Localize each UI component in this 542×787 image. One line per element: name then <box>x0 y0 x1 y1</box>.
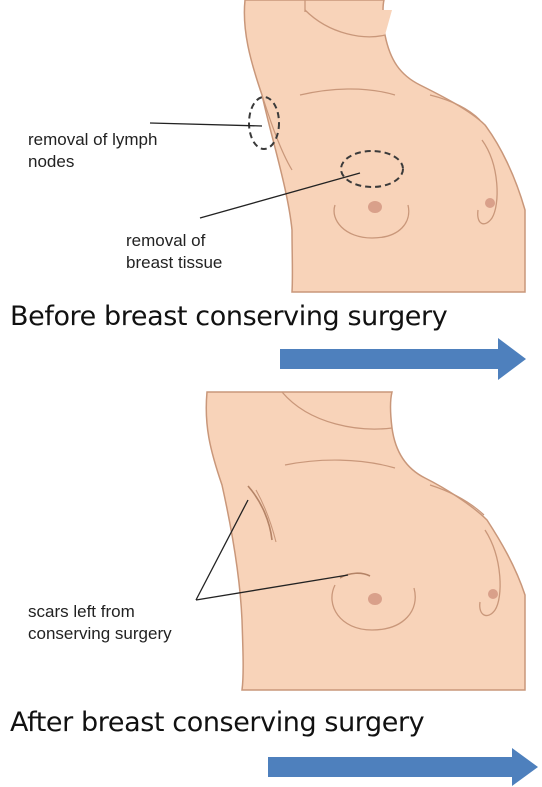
after-nipple <box>368 593 382 605</box>
before-nipple <box>368 201 382 213</box>
right-arrow-icon <box>268 748 540 786</box>
scars-label: scars left from conserving surgery <box>28 601 172 645</box>
before-surgery-panel: removal of lymph nodes removal of breast… <box>0 0 542 390</box>
before-torso-shape <box>244 0 525 292</box>
before-caption: Before breast conserving surgery <box>10 301 447 332</box>
breast-tissue-label: removal of breast tissue <box>126 230 222 274</box>
lymph-pointer-line <box>150 123 262 126</box>
right-arrow-icon <box>280 338 530 382</box>
after-caption: After breast conserving surgery <box>10 707 424 738</box>
after-torso-shape <box>206 392 525 690</box>
lymph-node-label: removal of lymph nodes <box>28 129 157 173</box>
after-surgery-panel: scars left from conserving surgery After… <box>0 390 542 787</box>
